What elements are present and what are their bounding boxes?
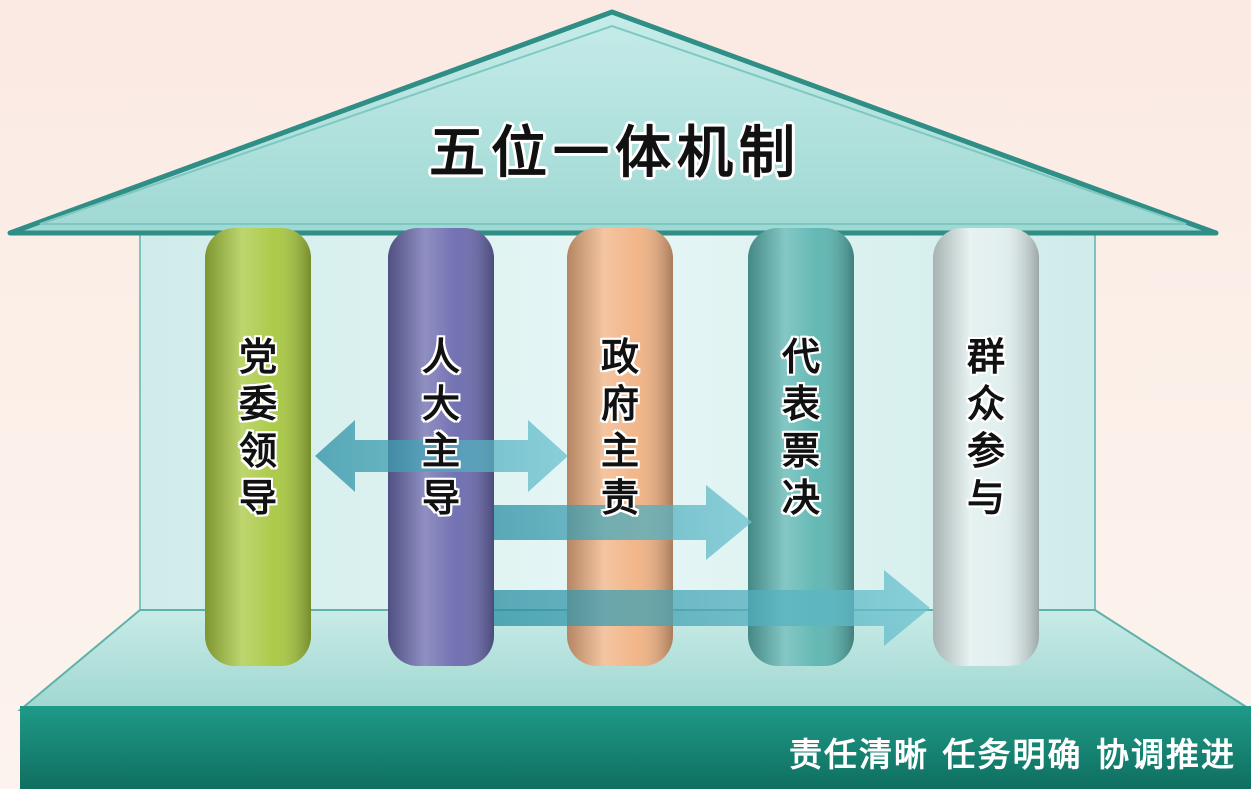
pillar-label-char: 群: [966, 335, 1005, 379]
pillar-5-label: 群众参与: [951, 334, 1021, 522]
pillar-2-label: 人大主导: [406, 334, 476, 522]
pillar-4: [748, 228, 854, 666]
pillar-label-char: 众: [966, 382, 1005, 426]
pillar-label-char: 导: [421, 476, 460, 520]
pillar-4-label: 代表票决: [766, 334, 836, 522]
right-arrow-icon: [494, 485, 752, 560]
pillar-label-char: 表: [781, 382, 820, 426]
pillar-label-char: 票: [781, 429, 820, 473]
pillar-label-char: 参: [966, 429, 1005, 473]
pillar-label-char: 党: [238, 335, 277, 379]
pillar-3: [567, 228, 673, 666]
pillar-label-char: 领: [238, 429, 277, 473]
double-headed-arrow-icon: [315, 420, 568, 492]
pillar-label-char: 与: [966, 476, 1005, 520]
building-base: [20, 706, 1251, 789]
pillar-label-char: 府: [600, 382, 639, 426]
pillar-label-char: 主: [421, 429, 460, 473]
diagram-title: 五位一体机制: [429, 121, 801, 186]
pillar-label-char: 导: [238, 476, 277, 520]
pillar-1-label: 党委领导: [223, 334, 293, 522]
pillar-5: [933, 228, 1039, 666]
pillar-label-char: 决: [781, 476, 820, 520]
slogan: 责任清晰 任务明确 协调推进: [789, 735, 1236, 774]
pillar-3-label: 政府主责: [585, 334, 655, 522]
pillar-label-char: 代: [781, 335, 820, 379]
roof-inner-line: [39, 24, 1187, 225]
pillar-1: [205, 228, 311, 666]
pillar-label-char: 大: [421, 382, 460, 426]
pillar-label-char: 主: [600, 429, 639, 473]
pillar-label-char: 人: [421, 335, 460, 379]
right-arrow-icon: [494, 570, 930, 646]
pillar-label-char: 责: [600, 476, 639, 520]
pillar-label-char: 委: [238, 382, 277, 426]
pillar-label-char: 政: [600, 335, 639, 379]
